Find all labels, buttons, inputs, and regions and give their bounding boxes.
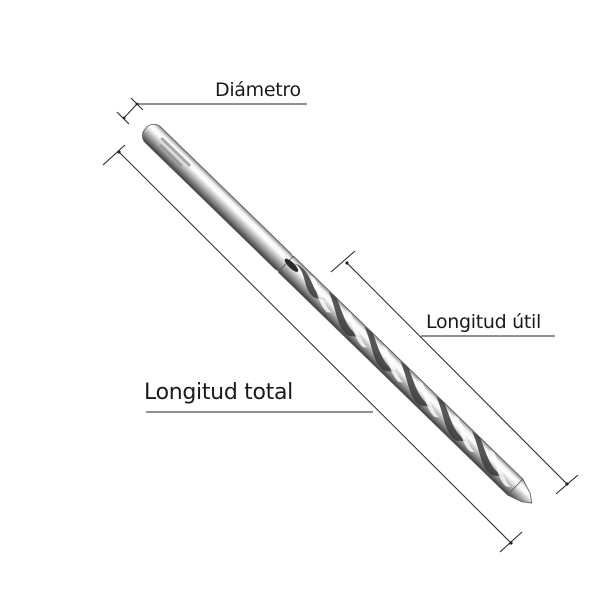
useful-length-ext-start — [330, 250, 356, 273]
useful-length-label: Longitud útil — [426, 311, 541, 333]
total-length-label: Longitud total — [144, 380, 293, 405]
drill-flutes — [293, 263, 505, 477]
drill-bit — [142, 123, 533, 504]
arrowheads — [117, 102, 569, 545]
diameter-label: Diámetro — [215, 79, 301, 101]
flute-highlights — [309, 274, 511, 488]
shank-engraving — [159, 136, 192, 168]
drill-tip — [506, 478, 533, 504]
drill-shank — [142, 123, 294, 272]
useful-length-dimension — [346, 262, 568, 485]
flute-runout — [284, 258, 299, 272]
total-length-dimension — [118, 151, 512, 544]
diameter-arrow — [123, 103, 138, 119]
total-length-ext-start — [102, 144, 126, 166]
